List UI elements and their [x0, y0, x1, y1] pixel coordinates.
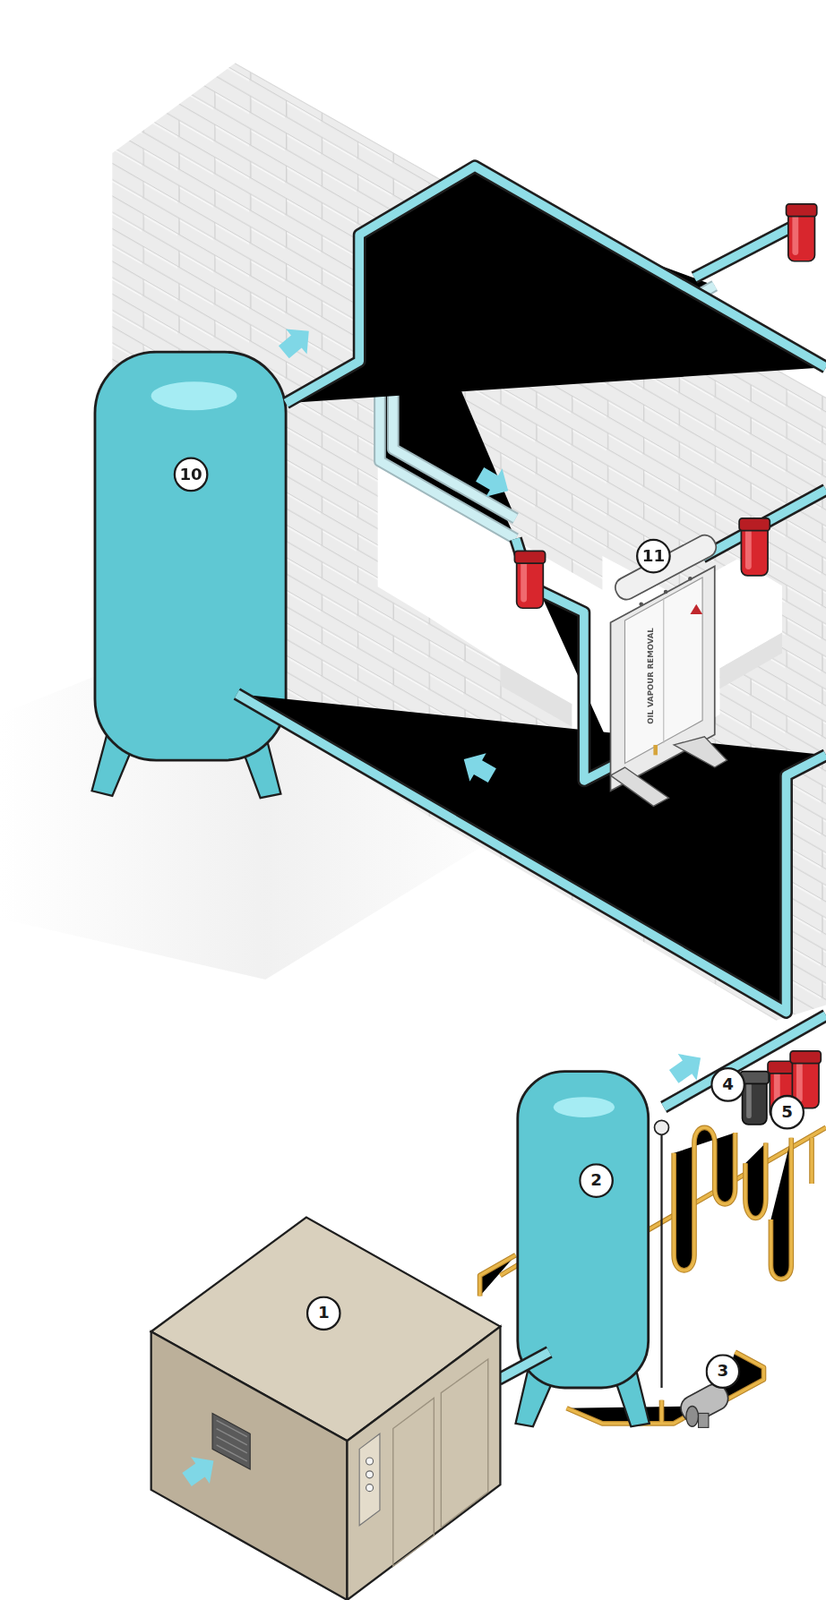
callout-number: 3 — [717, 1364, 730, 1381]
oil-vapour-unit — [610, 532, 728, 808]
tank-10 — [92, 352, 287, 799]
callout-number: 1 — [318, 1306, 330, 1323]
tank-2 — [516, 1072, 670, 1429]
callout-circle: 5 — [769, 1095, 805, 1131]
callout-circle: 1 — [306, 1296, 342, 1332]
callout-number: 4 — [722, 1076, 734, 1093]
callout-number: 10 — [179, 466, 202, 483]
callout-number: 5 — [781, 1104, 793, 1121]
callout-number: 2 — [590, 1172, 603, 1189]
callout-circle: 4 — [710, 1067, 746, 1103]
callout-circle: 2 — [578, 1163, 614, 1199]
callout-circle: 3 — [705, 1354, 741, 1390]
callout-circle: 11 — [636, 539, 672, 575]
callout-number: 11 — [642, 548, 665, 565]
unit-label: OIL VAPOUR REMOVAL — [645, 628, 655, 725]
compressor — [151, 1218, 501, 1600]
callout-circle: 10 — [173, 457, 209, 493]
